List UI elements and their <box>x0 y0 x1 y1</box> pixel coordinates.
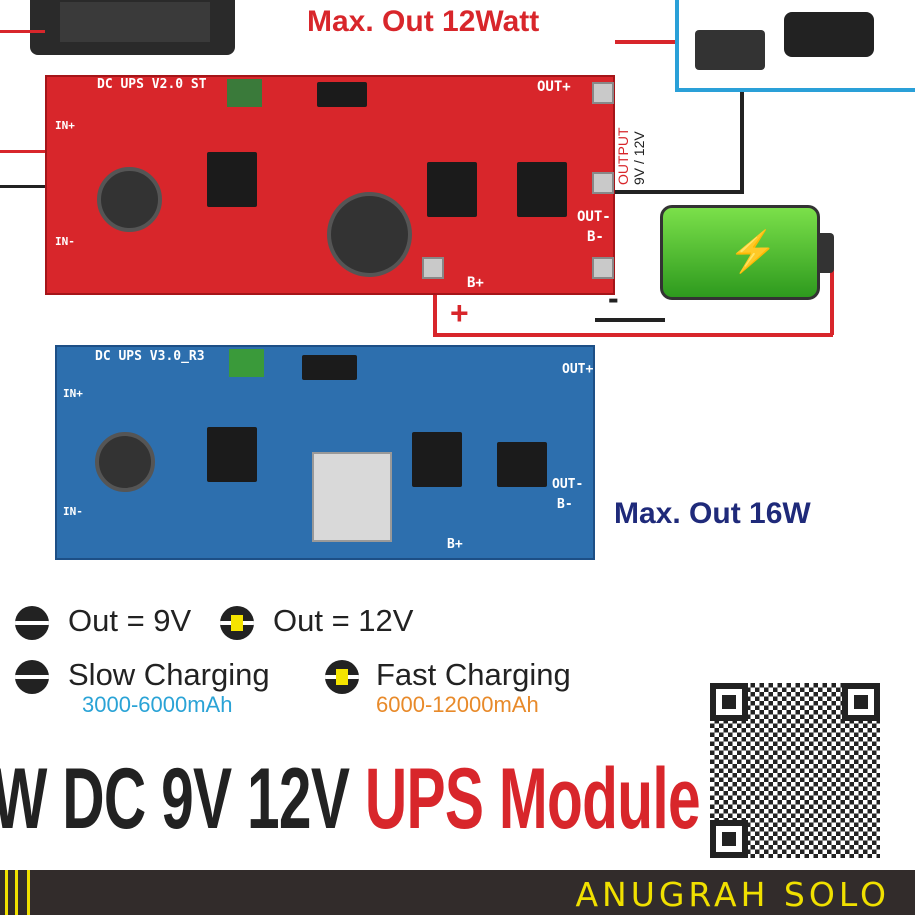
b-plus-label: B+ <box>447 537 463 552</box>
fuse <box>227 79 262 107</box>
pad <box>592 82 614 104</box>
slow-charging-range: 3000-6000mAh <box>82 692 233 717</box>
slow-charging-label: Slow Charging <box>68 657 270 692</box>
top-heading: Max. Out 12Watt <box>307 5 540 38</box>
wire <box>0 150 60 153</box>
board-model: DC UPS V2.0 ST <box>97 77 207 92</box>
wire <box>0 30 45 33</box>
ic-chip <box>517 162 567 217</box>
pad <box>592 257 614 279</box>
ic-chip <box>207 427 257 482</box>
inductor <box>97 167 162 232</box>
battery-icon: ⚡ <box>660 205 834 300</box>
power-adapter-image <box>30 0 235 55</box>
red-ups-board: DC UPS V2.0 ST IN+ IN- OUT+ OUT- B- B+ <box>45 75 615 295</box>
ic-chip <box>412 432 462 487</box>
b-minus-label: B- <box>587 229 604 245</box>
router-camera-image <box>675 0 915 92</box>
wire <box>600 190 744 194</box>
wire <box>595 318 665 322</box>
jumper-open-icon <box>15 606 49 640</box>
diode <box>302 355 357 380</box>
in-plus-label: IN+ <box>63 387 83 400</box>
out-plus-label: OUT+ <box>562 362 594 377</box>
stripe <box>15 870 18 915</box>
b-plus-label: B+ <box>467 275 484 291</box>
minus-sign: - <box>608 280 619 316</box>
wire <box>433 333 833 337</box>
ic-chip <box>427 162 477 217</box>
jumper-closed-icon <box>325 660 359 694</box>
jumper-closed-icon <box>220 606 254 640</box>
out-9v-label: Out = 9V <box>68 603 192 638</box>
in-minus-label: IN- <box>63 505 83 518</box>
wire <box>740 92 744 192</box>
stripe <box>27 870 30 915</box>
ic-chip <box>207 152 257 207</box>
out-12v-label: Out = 12V <box>273 603 414 638</box>
blue-ups-board: DC UPS V3.0_R3 IN+ IN- OUT+ OUT- B- B+ <box>55 345 595 560</box>
fuse <box>229 349 264 377</box>
brand-bar: ANUGRAH SOLO <box>0 870 915 915</box>
diode <box>317 82 367 107</box>
jumper-open-icon <box>15 660 49 694</box>
output-voltage: 9V / 12V <box>631 131 647 185</box>
output-label: OUTPUT 9V / 12V <box>615 127 647 185</box>
pad <box>592 172 614 194</box>
brand-name: ANUGRAH SOLO <box>575 875 890 914</box>
b-minus-label: B- <box>557 497 573 512</box>
inductor <box>95 432 155 492</box>
pad <box>422 257 444 279</box>
in-plus-label: IN+ <box>55 119 75 132</box>
in-minus-label: IN- <box>55 235 75 248</box>
output-text: OUTPUT <box>615 127 631 185</box>
title-part1: W DC 9V 12V <box>0 751 350 847</box>
out-plus-label: OUT+ <box>537 79 571 95</box>
inductor <box>327 192 412 277</box>
product-title: W DC 9V 12V UPS Module <box>0 750 701 849</box>
plus-sign: + <box>450 295 469 331</box>
fast-charging-range: 6000-12000mAh <box>376 692 539 717</box>
wire <box>0 185 60 188</box>
ic-chip <box>497 442 547 487</box>
qr-code <box>710 683 880 858</box>
wire <box>615 40 675 44</box>
side-heading: Max. Out 16W <box>614 497 811 530</box>
wire <box>433 295 437 335</box>
wire <box>830 250 834 335</box>
out-minus-label: OUT- <box>552 477 584 492</box>
inductor <box>312 452 392 542</box>
fast-charging-label: Fast Charging <box>376 657 571 692</box>
out-minus-label: OUT- <box>577 209 611 225</box>
board-model: DC UPS V3.0_R3 <box>95 349 205 364</box>
title-part2: UPS Module <box>364 751 701 847</box>
stripe <box>5 870 8 915</box>
